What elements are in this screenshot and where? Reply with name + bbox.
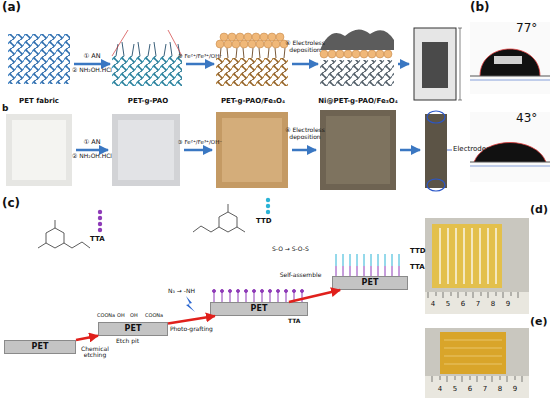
figure-label: ② NH₂OH.HCl [72, 153, 112, 160]
ttd-beads [266, 198, 270, 214]
uv-bolt [186, 296, 195, 312]
pet-fabric-mesh [8, 34, 70, 84]
process-arrows [76, 149, 420, 152]
figure-label: 7 [476, 301, 480, 309]
node-text: PET [362, 279, 379, 287]
figure-label: 6 [468, 386, 472, 394]
arrow-label: Self-assemble [271, 272, 331, 279]
node-text: PET [251, 305, 268, 313]
ttd-structure [193, 204, 245, 232]
substrate-bar: PET [210, 302, 308, 316]
figure-label: (c) [2, 197, 20, 210]
figure-label: S-O → S-O-S [272, 246, 309, 253]
figure-label: b [2, 104, 8, 114]
node-text: PET-g-PAO [128, 98, 168, 106]
figure-label: (d) [530, 204, 548, 216]
figure-label: ④ Electroless deposition [280, 40, 330, 53]
contact-angle-77 [470, 22, 550, 94]
figure-label: TTD [410, 248, 426, 256]
ttd-tta-bristles [336, 254, 399, 276]
figure-label: 5 [453, 386, 457, 394]
figure-label: 5 [446, 301, 450, 309]
stage-box: Ni@PET-g-PAO/Fe₃O₄ [318, 22, 398, 106]
device-photo-e [425, 328, 529, 398]
figure-label: ③ Fe²⁺/Fe³⁺/OH⁻ [178, 53, 222, 59]
node-text: PET [125, 325, 142, 333]
figure-label: (a) [2, 1, 21, 14]
grafted-fabric-mesh [112, 30, 182, 86]
substrate-bar: PET [98, 322, 168, 336]
process-arrow [292, 63, 318, 66]
figure-label: 9 [506, 301, 510, 309]
substrate-bar: PET [4, 340, 76, 354]
figure-label: TTA [90, 236, 105, 244]
process-arrow [168, 316, 215, 323]
figure-label: 77° [516, 22, 537, 35]
stage-box: PET-g-PAO/Fe₃O₄ [214, 22, 292, 106]
figure-label: 4 [431, 301, 435, 309]
node-text: PET fabric [19, 98, 59, 106]
fe3o4-fabric-mesh [216, 33, 288, 86]
process-arrow [289, 290, 340, 302]
process-arrow [74, 63, 110, 66]
figure-label: (b) [470, 1, 490, 14]
figure-label: Etch pit [116, 338, 139, 345]
figure-label: ② NH₂OH.HCl [72, 67, 112, 74]
figure-label: TTA [288, 318, 301, 325]
sample-drawing [398, 28, 462, 100]
figure-label: 6 [461, 301, 465, 309]
node-text: PET-g-PAO/Fe₃O₄ [221, 98, 285, 106]
figure-label: OH [130, 313, 138, 319]
process-arrow [76, 336, 98, 340]
figure-label: 8 [498, 386, 502, 394]
fabric-photos [6, 110, 452, 191]
substrate-bar: PET [332, 276, 408, 290]
node-text: PET [32, 343, 49, 351]
figure-label: OH [117, 313, 125, 319]
figure-label: 43° [516, 112, 537, 125]
figure-label: ① AN [83, 53, 100, 60]
device-photo-d [425, 218, 529, 314]
stage-box: PET fabric [4, 22, 74, 106]
tta-beads [98, 210, 102, 232]
figure-label: 8 [491, 301, 495, 309]
figure-label: ③ Fe²⁺/Fe³⁺/OH⁻ [178, 139, 222, 145]
node-text: Ni@PET-g-PAO/Fe₃O₄ [318, 98, 397, 106]
figure-label: COONa [97, 313, 115, 319]
stage-box: PET-g-PAO [110, 22, 186, 106]
figure-label: N₃ → -NH [168, 288, 195, 295]
figure-label: 7 [483, 386, 487, 394]
figure-label: 9 [513, 386, 517, 394]
figure-label: Electrodes [453, 146, 490, 154]
figure-label: TTD [256, 218, 272, 226]
figure-label: COONa [145, 313, 163, 319]
figure-label: TTA [410, 264, 425, 272]
figure-label: 4 [438, 386, 442, 394]
tta-bristles [213, 290, 304, 303]
figure-label: ④ Electroless deposition [280, 127, 330, 140]
ni-coated-fabric-mesh [320, 29, 394, 86]
arrow-label: Chemical etching [75, 346, 115, 359]
arrow-label: Photo-grafting [161, 326, 221, 333]
figure-label: ① AN [83, 139, 100, 146]
figure-label: (e) [530, 316, 548, 328]
tta-structure [38, 220, 90, 248]
process-arrow [186, 63, 214, 66]
